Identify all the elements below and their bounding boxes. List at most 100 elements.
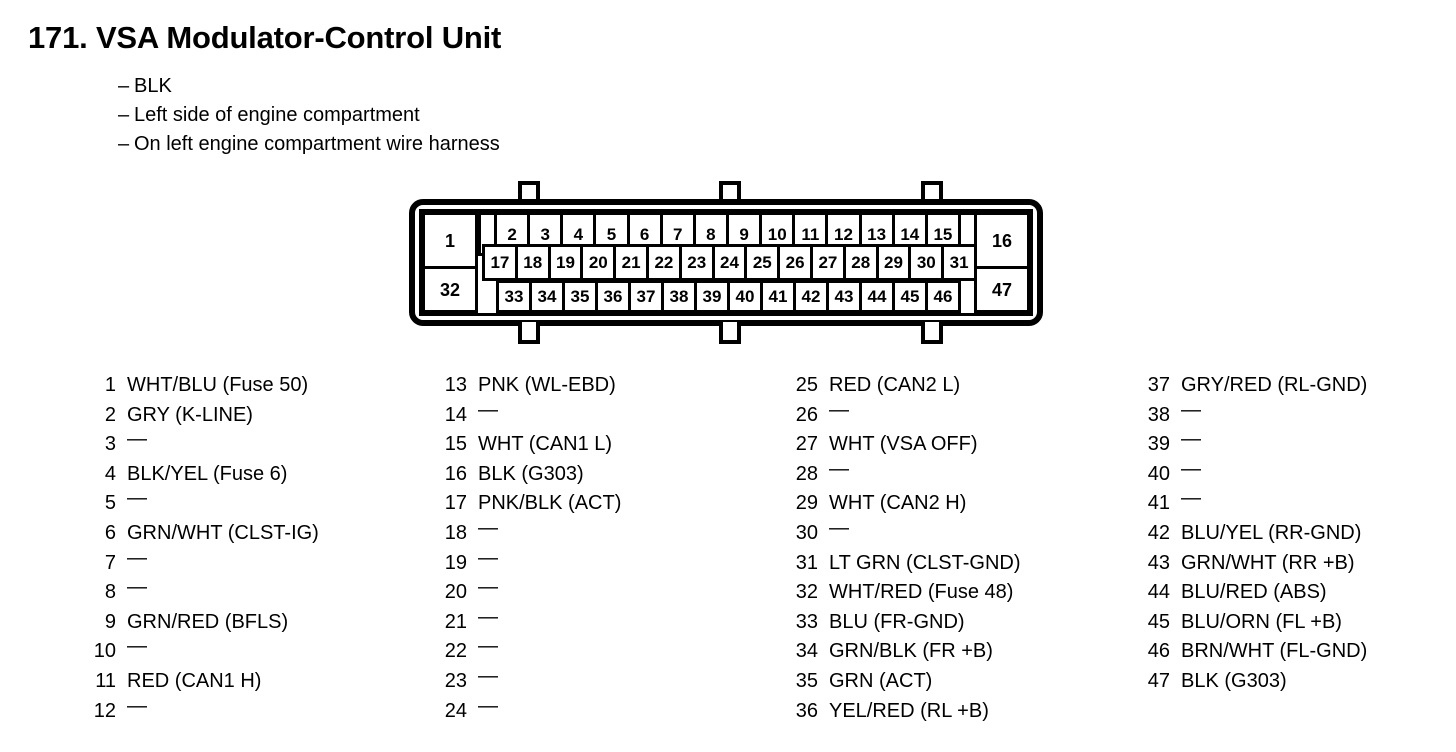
pin-cell-33: 33 [496,280,532,313]
pin-number: 30 [795,521,818,544]
pin-cell-45: 45 [892,280,928,313]
latch-tab-bottom [518,322,540,344]
pin-description: — [478,576,498,599]
pin-description: — [478,664,498,687]
pin-description: GRN/WHT (RR +B) [1181,551,1355,574]
pin-description: BLU/RED (ABS) [1181,581,1327,604]
pin-number: 28 [795,462,818,485]
pin-number: 26 [795,403,818,426]
pin-number: 18 [444,521,467,544]
pin-number: 38 [1147,403,1170,426]
connector-top-latch-tabs [409,181,1043,205]
pin-number: 7 [104,551,116,574]
pin-row: 40— [1140,458,1456,493]
pin-row: 23 — [437,665,777,700]
pin-cell-28: 28 [842,244,879,281]
pin-cell-47: 47 [974,266,1030,313]
pin-row: 20 — [437,576,777,611]
pin-cell-1: 1 [422,212,478,269]
pin-row: 13 PNK (WL-EBD) [437,374,777,404]
pin-number: 32 [795,581,818,604]
bullet-dash: – [118,75,130,97]
pin-number: 46 [1147,640,1170,663]
pin-description: GRN (ACT) [829,669,933,692]
pin-row: 38 — [1140,399,1456,434]
header-bullet-list: –BLK –Left side of engine compartment –O… [118,72,500,159]
pin-description: — [829,457,849,480]
bullet-item: –On left engine compartment wire harness [118,130,500,159]
latch-tab-bottom [921,322,943,344]
pin-number: 41 [1147,492,1170,515]
pin-number: 27 [795,433,818,456]
pin-cell-41: 41 [760,280,796,313]
pin-cell-43: 43 [826,280,862,313]
pin-description: PNK (WL-EBD) [478,374,616,396]
pin-description: GRN/RED (BFLS) [127,610,289,633]
pin-number: 45 [1147,610,1170,633]
pin-description: BLU/YEL (RR-GND) [1181,521,1362,544]
pin-description: GRN/BLK (FR +B) [829,640,993,663]
pin-number: 13 [444,374,467,396]
pin-description: — [478,516,498,539]
pin-number: 33 [795,610,818,633]
pin-description: — [1181,398,1201,421]
pin-description: RED (CAN2 L) [829,374,961,396]
pin-description: — [478,398,498,421]
pin-row: 14 — [437,399,777,434]
pin-row: 28 — [788,458,1138,493]
pin-number: 23 [444,669,467,692]
pin-description: WHT (CAN1 L) [478,433,613,456]
pin-number: 17 [444,492,467,515]
pin-cell-30: 30 [908,244,945,281]
pin-row: 18 — [437,517,777,552]
pin-description: BLU (FR-GND) [829,610,965,633]
pin-row: 34 GRN/BLK (FR +B) [788,640,1138,670]
pin-description: WHT (VSA OFF) [829,433,978,456]
pin-cell-22: 22 [646,244,682,281]
pin-row: 27 WHT (VSA OFF) [788,433,1138,463]
page-title: 171. VSA Modulator-Control Unit [28,20,502,55]
pin-number: 16 [444,462,467,485]
pin-description: GRN/WHT (CLST-IG) [127,521,319,544]
pin-cell-40: 40 [727,280,763,313]
bullet-label: BLK [134,75,172,97]
pin-description: WHT (CAN2 H) [829,492,967,515]
latch-tab-top [921,181,943,203]
pin-number: 4 [104,462,116,485]
pin-number: 36 [795,699,818,722]
pin-cell-46: 46 [925,280,961,313]
pin-cell-39: 39 [694,280,730,313]
pin-cell-35: 35 [562,280,598,313]
latch-tab-top [719,181,741,203]
pin-number: 3 [104,433,116,456]
bullet-item: –Left side of engine compartment [118,101,500,130]
pin-description: — [478,694,498,717]
pin-number: 5 [104,492,116,515]
pin-cell-38: 38 [661,280,697,313]
pin-number: 40 [1147,462,1170,485]
pin-number: 34 [795,640,818,663]
pin-cell-32: 32 [422,266,478,313]
pin-number: 20 [444,581,467,604]
pin-description: — [1181,428,1201,451]
pin-number: 2 [104,403,116,426]
pin-number: 8 [104,581,116,604]
pin-row: 21— [437,606,777,641]
pin-number: 14 [444,403,467,426]
pin-description: — [829,398,849,421]
pin-cell-29: 29 [875,244,912,281]
